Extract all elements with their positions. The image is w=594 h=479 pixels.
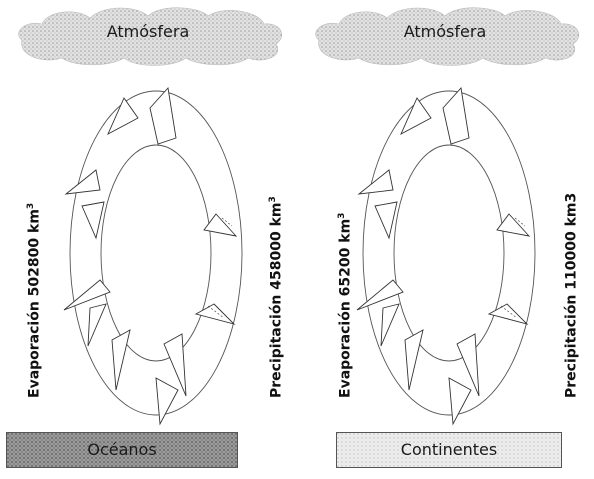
arrow-right-upper <box>204 214 236 236</box>
outer-cycle-ring <box>70 91 242 415</box>
arrow-right-upper <box>497 214 529 236</box>
arrow-bottom-left <box>405 330 423 390</box>
arrow-top-right <box>150 88 176 144</box>
inner-cycle-ring <box>101 145 211 361</box>
arrow-top-left <box>108 98 138 134</box>
inner-cycle-ring <box>394 145 504 361</box>
arrow-left-upper <box>359 170 393 194</box>
continents-box: Continentes <box>336 432 562 468</box>
arrow-bottom-center <box>156 378 178 424</box>
arrow-left-upper <box>66 170 100 194</box>
arrow-bottom-center <box>449 378 471 424</box>
arrow-left-upper-2 <box>375 202 397 238</box>
arrow-top-right <box>443 88 469 144</box>
ocean-cycle-panel: Atmósfera Evaporación 50280 <box>0 0 297 479</box>
arrow-right-lower <box>196 304 234 324</box>
water-cycle-diagram <box>0 78 297 438</box>
continents-label: Continentes <box>337 440 561 459</box>
outer-cycle-ring <box>363 91 535 415</box>
arrow-left-upper-2 <box>82 202 104 238</box>
continent-cycle-panel: Atmósfera Evaporación 65200 km3 Precipit… <box>297 0 594 479</box>
arrow-right-lower <box>489 304 527 324</box>
arrow-left-lower-2 <box>381 304 399 346</box>
oceans-label: Océanos <box>7 440 237 459</box>
precipitation-label: Precipitación 110000 km3 <box>563 193 580 398</box>
evaporation-label: Evaporación 65200 km3 <box>337 213 354 398</box>
arrow-bottom-left <box>112 330 130 390</box>
evaporation-label: Evaporación 502800 km3 <box>26 203 43 398</box>
cycle-arrows <box>64 88 236 424</box>
cycle-arrows <box>357 88 529 424</box>
arrow-left-lower-2 <box>88 304 106 346</box>
atmosphere-label: Atmósfera <box>8 22 288 41</box>
atmosphere-label: Atmósfera <box>305 22 585 41</box>
precipitation-label: Precipitación 458000 km3 <box>268 196 285 398</box>
arrow-top-left <box>401 98 431 134</box>
oceans-box: Océanos <box>6 432 238 468</box>
